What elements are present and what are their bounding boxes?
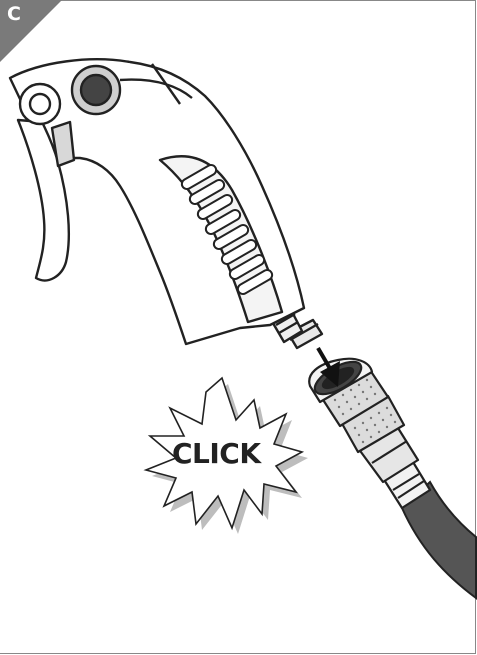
click-burst-label: CLICK	[172, 437, 261, 470]
quick-coupler-icon	[309, 355, 430, 508]
blow-gun-icon	[10, 59, 322, 348]
